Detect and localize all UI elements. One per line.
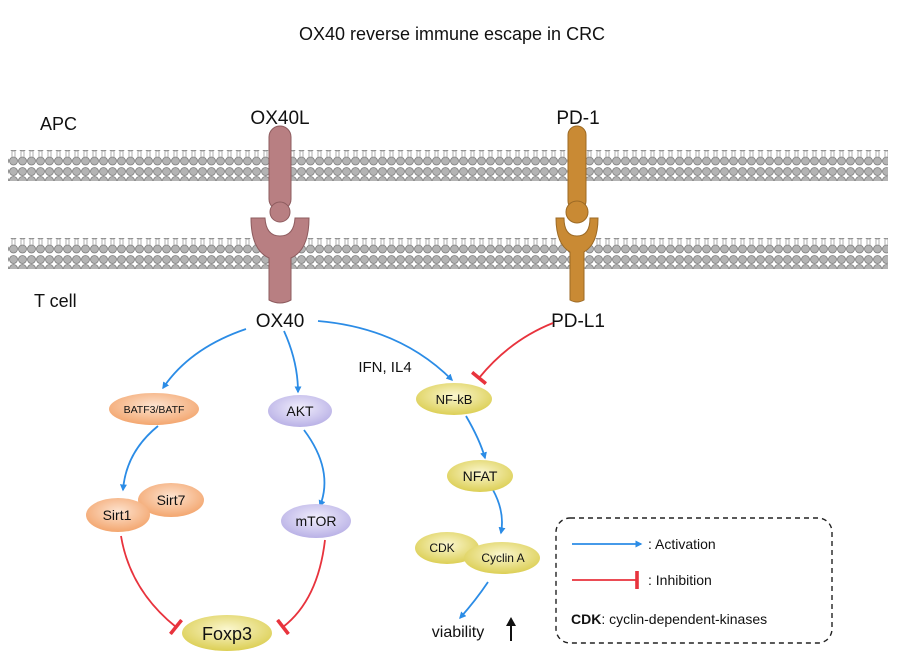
arrow-nfat-to-cyclin: [492, 489, 506, 535]
apc-label: APC: [40, 114, 77, 134]
legend: : Activation : Inhibition CDK: cyclin-de…: [555, 517, 833, 644]
inhibit-pdl1-to-nfkb: [470, 322, 554, 386]
legend-cdk-abbr: CDK: [571, 611, 601, 627]
ox40l-ligand-head: [269, 201, 291, 223]
pdl1-receptor: [555, 217, 599, 303]
akt-label: AKT: [286, 403, 314, 419]
cyclin-label: Cyclin A: [481, 551, 524, 565]
pd1-label: PD-1: [556, 108, 599, 129]
batf-label: BATF3/BATF: [124, 404, 185, 416]
pdl1-label: PD-L1: [551, 311, 605, 332]
sirt1-label: Sirt1: [103, 507, 132, 523]
foxp3-label: Foxp3: [202, 624, 252, 644]
batf-node: [109, 393, 199, 425]
nfkb-node: [416, 383, 492, 415]
cyclin-node: [464, 542, 540, 574]
pd1-head: [565, 200, 589, 224]
legend-activation-label: : Activation: [648, 536, 716, 552]
inhibit-sirt-to-foxp3: [120, 535, 184, 636]
arrow-nfkb-to-nfat: [465, 415, 487, 460]
legend-inhibition-label: : Inhibition: [648, 572, 712, 588]
ox40-label: OX40: [256, 311, 305, 332]
pd1-receptor-complex: [555, 125, 599, 303]
ox40l-ligand: [268, 125, 292, 211]
nfkb-label: NF-kB: [436, 392, 473, 407]
cdk-label: CDK: [429, 541, 454, 555]
up-arrow-icon: [506, 617, 516, 641]
nfat-node: [447, 460, 513, 492]
foxp3-node: [182, 615, 272, 651]
cdk-node: [415, 532, 479, 564]
arrow-batf-to-sirt: [119, 425, 159, 492]
sirt7-label: Sirt7: [157, 492, 186, 508]
mtor-node: [281, 504, 351, 538]
mtor-label: mTOR: [296, 513, 337, 529]
ox40-receptor: [250, 217, 310, 304]
arrow-akt-to-mtor: [303, 429, 326, 508]
arrow-ox40-to-akt: [283, 330, 302, 394]
tcell-label: T cell: [34, 291, 77, 311]
ox40l-label: OX40L: [250, 108, 309, 129]
pd1-stalk: [567, 125, 587, 211]
legend-cdk-text: : cyclin-dependent-kinases: [601, 611, 767, 627]
legend-box: [555, 517, 833, 644]
viability-label: viability: [432, 624, 484, 641]
inhibit-mtor-to-foxp3: [276, 539, 326, 636]
arrow-cyclin-to-viability: [459, 581, 489, 620]
apc-membrane: [8, 150, 888, 181]
sirt1-node: [86, 498, 150, 532]
arrow-ox40-to-batf: [162, 328, 247, 390]
nfat-label: NFAT: [463, 468, 498, 484]
ifn-label: IFN, IL4: [358, 359, 411, 376]
ox40-receptor-complex: [250, 125, 310, 304]
legend-cdk-definition: CDK: cyclin-dependent-kinases: [571, 611, 767, 627]
arrow-ox40-to-nfkb: [317, 320, 453, 381]
diagram-title: OX40 reverse immune escape in CRC: [299, 24, 605, 44]
tcell-membrane: [8, 238, 888, 269]
sirt7-node: [138, 483, 204, 517]
akt-node: [268, 395, 332, 427]
